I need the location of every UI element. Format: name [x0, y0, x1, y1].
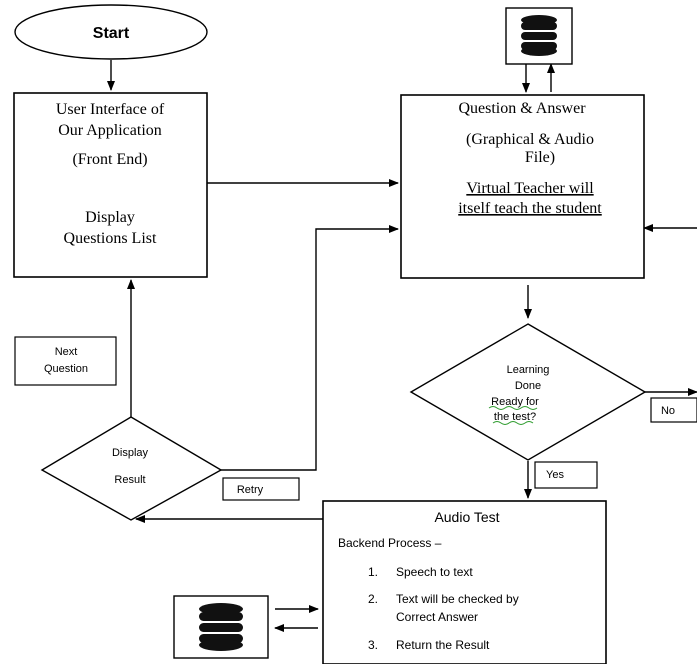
- learning-line-2: Done: [515, 380, 541, 392]
- audio-test-title: Audio Test: [434, 509, 499, 525]
- audio-step-1-num: 1.: [368, 565, 378, 579]
- next-question-box: Next Question: [14, 336, 117, 386]
- ui-line-2: Our Application: [58, 122, 162, 139]
- ui-box: User Interface of Our Application (Front…: [13, 92, 208, 278]
- start-label: Start: [93, 25, 130, 42]
- qa-underlined-2: itself teach the student: [458, 200, 602, 217]
- learning-green-underline-2: [492, 421, 534, 425]
- display-result-diamond: Display Result: [40, 416, 223, 521]
- connectors: [107, 60, 697, 632]
- next-question-line-1: Next: [55, 346, 78, 358]
- yes-label: Yes: [546, 469, 564, 481]
- audio-step-3-text: Return the Result: [396, 638, 490, 652]
- audio-test-subtitle: Backend Process –: [338, 536, 442, 550]
- next-question-line-2: Question: [44, 363, 88, 375]
- retry-label-box: Retry: [222, 477, 300, 501]
- learning-highlight-2: the test?: [494, 411, 536, 423]
- database-icon-top: [505, 7, 573, 65]
- audio-test-box: Audio Test Backend Process – 1. Speech t…: [322, 500, 607, 664]
- database-icon-bottom: [173, 595, 269, 659]
- arrow-retry-path: [221, 225, 399, 471]
- start-node: Start: [14, 4, 208, 60]
- display-result-line-2: Result: [114, 474, 145, 486]
- yes-label-box: Yes: [534, 461, 598, 489]
- qa-line-2: (Graphical & Audio: [466, 131, 594, 148]
- learning-highlight-1: Ready for: [491, 396, 539, 408]
- no-label-box: No: [650, 397, 697, 423]
- qa-underlined-1: Virtual Teacher will: [466, 180, 594, 197]
- audio-step-3-num: 3.: [368, 638, 378, 652]
- ui-line-5: Questions List: [64, 230, 157, 247]
- ui-line-4: Display: [85, 209, 135, 226]
- learning-line-1: Learning: [507, 364, 550, 376]
- ui-line-3: (Front End): [72, 151, 147, 168]
- retry-label: Retry: [237, 484, 264, 496]
- qa-line-1: Question & Answer: [458, 100, 586, 117]
- audio-step-1-text: Speech to text: [396, 565, 473, 579]
- audio-step-2-text-2: Correct Answer: [396, 610, 478, 624]
- audio-step-2-num: 2.: [368, 592, 378, 606]
- no-label: No: [661, 405, 675, 417]
- learning-green-underline-1: [488, 406, 538, 410]
- qa-line-3: File): [525, 149, 555, 166]
- learning-diamond: Learning Done Ready for the test?: [409, 323, 647, 461]
- audio-step-2-text-1: Text will be checked by: [396, 592, 519, 606]
- qa-box: Question & Answer (Graphical & Audio Fil…: [400, 94, 645, 279]
- display-result-line-1: Display: [112, 447, 149, 459]
- ui-line-1: User Interface of: [56, 101, 165, 118]
